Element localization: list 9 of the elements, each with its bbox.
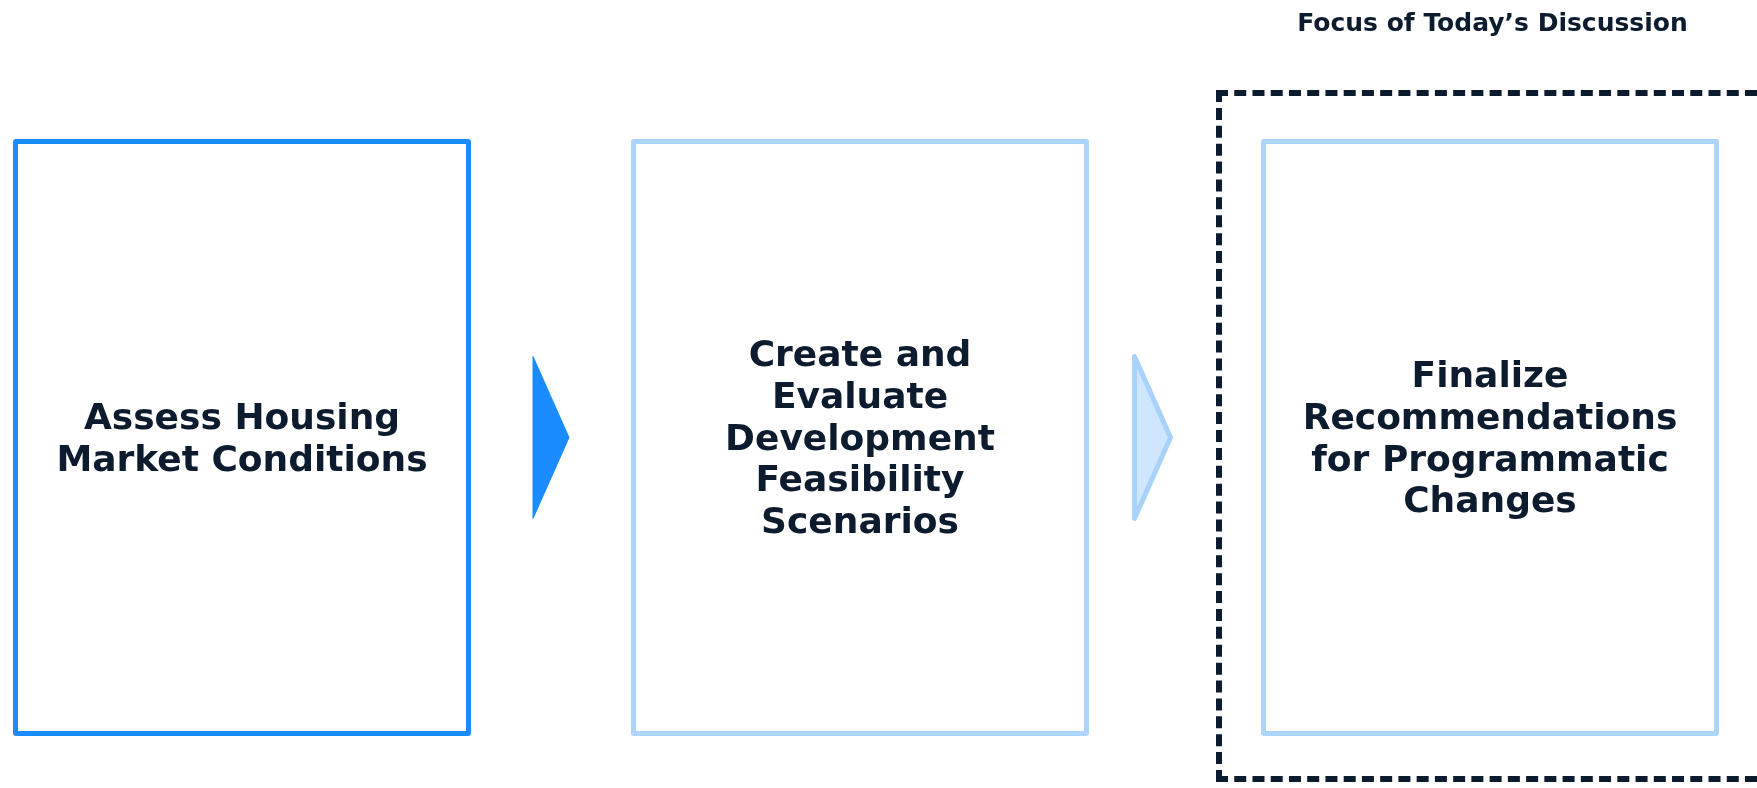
step-label: Finalize Recommendations for Programmatic Changes	[1301, 354, 1679, 521]
step-label: Assess Housing Market Conditions	[55, 395, 429, 480]
process-box	[1261, 139, 1719, 736]
step-label: Create and Evaluate Development Feasibility Scenarios	[724, 333, 996, 542]
section-heading: Focus of Today’s Discussion	[1296, 8, 1689, 37]
chevron-arrow	[1132, 354, 1173, 521]
process-box	[13, 139, 471, 736]
process-box	[631, 139, 1089, 736]
chevron-arrow	[532, 356, 570, 519]
